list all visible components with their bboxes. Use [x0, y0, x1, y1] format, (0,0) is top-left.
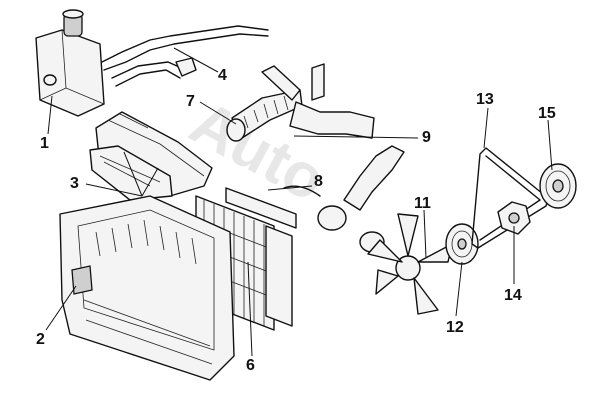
callout-14: 14 — [504, 287, 522, 304]
callout-8: 8 — [314, 173, 323, 190]
callout-4: 4 — [218, 67, 227, 84]
callout-6: 6 — [246, 357, 255, 374]
pump-pulley — [445, 223, 479, 265]
callout-7: 7 — [186, 93, 195, 110]
callout-13: 13 — [476, 91, 494, 108]
air-duct — [89, 111, 213, 201]
expansion-tank — [35, 9, 269, 117]
callout-12: 12 — [446, 319, 464, 336]
callout-1: 1 — [40, 135, 49, 152]
radiator-housing — [59, 195, 235, 381]
upper-radiator-hose — [226, 63, 375, 142]
crank-pulley — [539, 163, 577, 209]
leader-lines — [45, 47, 553, 357]
callout-2: 2 — [36, 331, 45, 348]
small-hoses — [111, 57, 197, 87]
cooling-fan — [367, 213, 453, 315]
callout-9: 9 — [422, 129, 431, 146]
callout-11: 11 — [414, 195, 431, 212]
callout-15: 15 — [538, 105, 556, 122]
drive-belt — [471, 147, 549, 249]
water-pump — [497, 201, 531, 235]
callout-3: 3 — [70, 175, 79, 192]
